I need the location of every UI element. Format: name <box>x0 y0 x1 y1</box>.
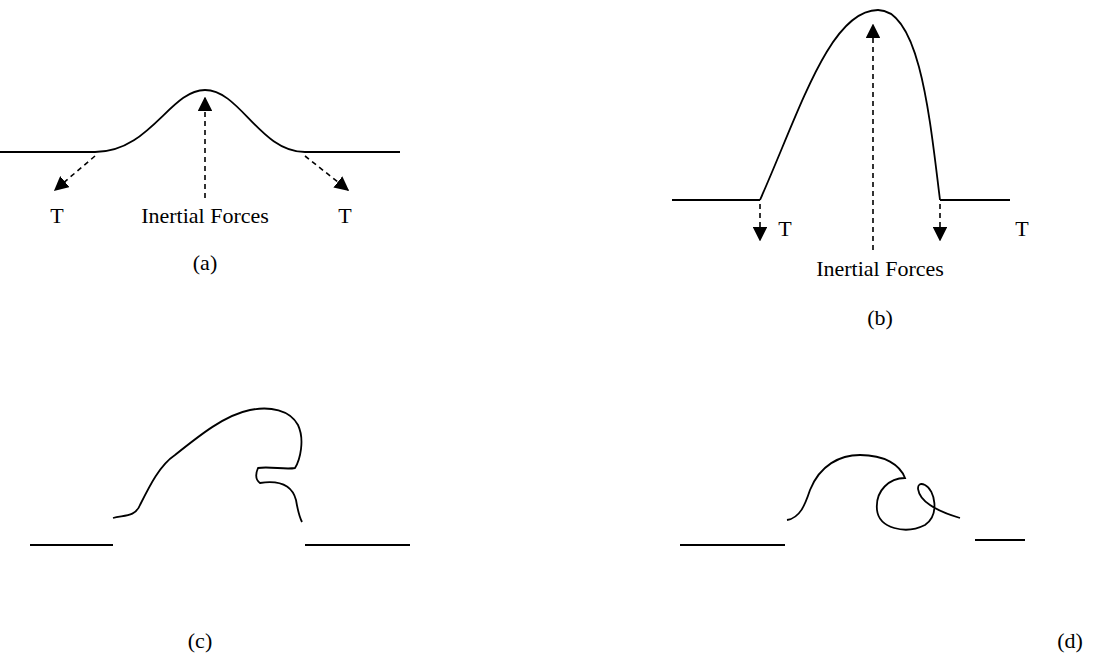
force-label: Inertial Forces <box>141 203 269 229</box>
tension-label: T <box>1015 216 1028 242</box>
tension-arrow <box>55 156 95 190</box>
force-arrow <box>872 25 874 250</box>
base-line <box>30 544 113 546</box>
curled-membrane <box>113 409 302 522</box>
tension-arrow <box>305 156 348 190</box>
panel-label: (b) <box>867 305 893 331</box>
base-line <box>940 199 1010 201</box>
tension-label: T <box>338 203 351 229</box>
membrane-curve <box>760 10 940 200</box>
panel-label: (d) <box>1057 628 1083 654</box>
tension-arrow <box>759 204 761 240</box>
base-line <box>305 544 410 546</box>
tension-label: T <box>50 203 63 229</box>
membrane-curve <box>95 90 305 152</box>
tension-arrow <box>939 204 941 240</box>
base-line <box>0 151 95 153</box>
force-arrow <box>204 98 206 198</box>
base-line <box>680 544 785 546</box>
panel-label: (a) <box>193 250 217 276</box>
base-line <box>305 151 400 153</box>
base-line <box>975 539 1025 541</box>
base-line <box>672 199 760 201</box>
force-label: Inertial Forces <box>816 256 944 282</box>
looped-membrane <box>787 455 960 530</box>
tension-label: T <box>778 216 791 242</box>
panel-label: (c) <box>188 628 212 654</box>
